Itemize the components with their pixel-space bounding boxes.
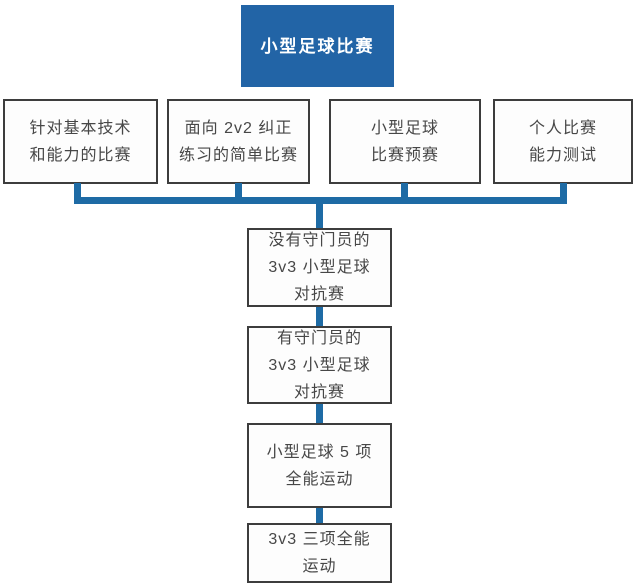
connector-stub-3	[401, 183, 408, 204]
node-2v2-correction-match: 面向 2v2 纠正 练习的简单比赛	[167, 99, 310, 184]
root-node-label: 小型足球比赛	[260, 36, 375, 56]
flowchart-root-node: 小型足球比赛	[241, 5, 394, 87]
node-label: 个人比赛 能力测试	[528, 119, 597, 164]
connector-stub-4	[560, 183, 567, 204]
node-label: 针对基本技术 和能力的比赛	[29, 119, 132, 164]
node-label: 面向 2v2 纠正 练习的简单比赛	[178, 119, 298, 164]
node-3v3-triathlon: 3v3 三项全能 运动	[247, 523, 392, 583]
node-3v3-no-goalkeeper: 没有守门员的 3v3 小型足球 对抗赛	[247, 228, 392, 307]
node-label: 3v3 三项全能 运动	[268, 531, 371, 575]
connector-stub-1	[74, 183, 81, 204]
node-individual-ability-test: 个人比赛 能力测试	[493, 99, 633, 184]
node-label: 有守门员的 3v3 小型足球 对抗赛	[268, 329, 371, 401]
connector-chain-2	[316, 404, 323, 423]
node-3v3-with-goalkeeper: 有守门员的 3v3 小型足球 对抗赛	[247, 326, 392, 404]
connector-chain-1	[316, 307, 323, 326]
node-preliminary-match: 小型足球 比赛预赛	[329, 99, 481, 184]
node-pentathlon: 小型足球 5 项 全能运动	[247, 423, 392, 508]
node-label: 小型足球 比赛预赛	[370, 119, 439, 164]
connector-center-drop	[316, 197, 323, 228]
connector-chain-3	[316, 508, 323, 523]
node-label: 没有守门员的 3v3 小型足球 对抗赛	[268, 232, 371, 303]
node-basic-skills-match: 针对基本技术 和能力的比赛	[3, 99, 158, 184]
node-label: 小型足球 5 项 全能运动	[266, 443, 373, 488]
connector-stub-2	[235, 183, 242, 204]
